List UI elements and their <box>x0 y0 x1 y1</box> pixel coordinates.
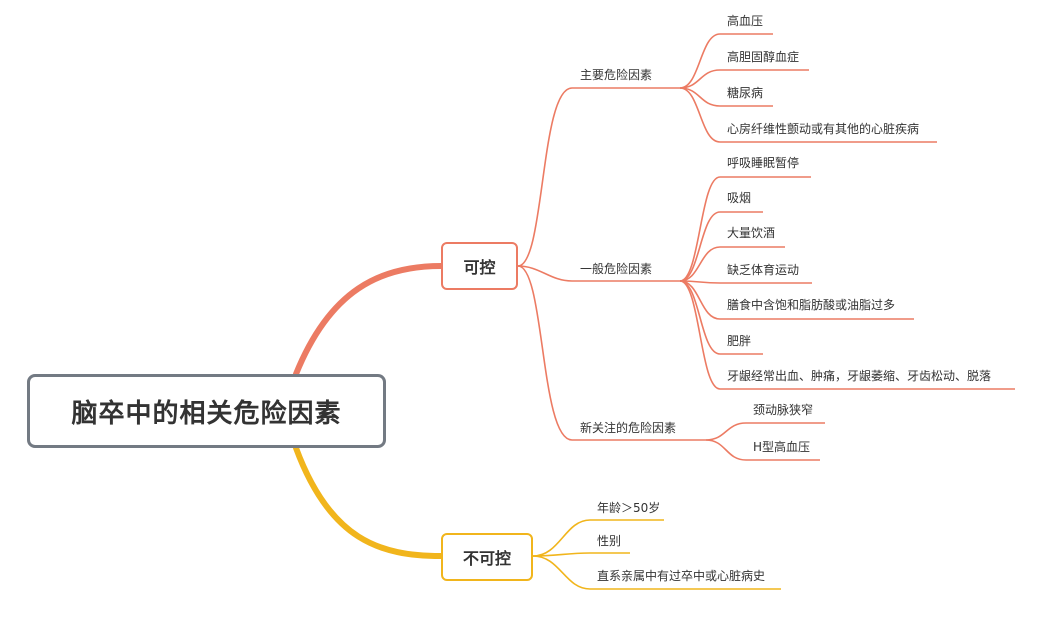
connector-root-controllable <box>293 263 444 377</box>
leaf-item[interactable]: 高胆固醇血症 <box>727 50 800 64</box>
leaf-item[interactable]: 吸烟 <box>727 191 752 205</box>
leaf-item[interactable]: 呼吸睡眠暂停 <box>727 156 800 170</box>
leaf-item[interactable]: 牙龈经常出血、肿痛，牙龈萎缩、牙齿松动、脱落 <box>727 369 992 383</box>
connector-root-uncontrollable <box>293 445 444 559</box>
category-general-risk[interactable]: 一般危险因素 <box>580 262 653 276</box>
leaf-item[interactable]: 糖尿病 <box>727 86 764 100</box>
root-title: 脑卒中的相关危险因素 <box>71 398 342 429</box>
branch-controllable[interactable]: 可控 <box>441 242 518 290</box>
branch-uncontrollable[interactable]: 不可控 <box>441 533 533 581</box>
leaf-item[interactable]: 大量饮酒 <box>727 226 776 240</box>
connector-main <box>517 87 573 267</box>
leaf-item[interactable]: 颈动脉狭窄 <box>753 403 814 417</box>
leaf-item[interactable]: 高血压 <box>727 14 764 28</box>
leaf-item[interactable]: 肥胖 <box>727 334 752 348</box>
connector-general <box>517 265 573 282</box>
leaf-item[interactable]: H型高血压 <box>753 440 811 454</box>
leaf-item[interactable]: 缺乏体育运动 <box>727 263 800 277</box>
leaf-item[interactable]: 心房纤维性颤动或有其他的心脏疾病 <box>727 122 920 136</box>
leaf-item[interactable]: 直系亲属中有过卒中或心脏病史 <box>597 569 766 583</box>
branch-uncontrollable-label: 不可控 <box>462 549 511 568</box>
category-main-risk[interactable]: 主要危险因素 <box>580 68 653 82</box>
leaf-item[interactable]: 膳食中含饱和脂肪酸或油脂过多 <box>727 298 896 312</box>
leaf-item[interactable]: 性别 <box>597 534 622 548</box>
leaf-item[interactable]: 年龄＞50岁 <box>597 501 661 515</box>
root-node[interactable]: 脑卒中的相关危险因素 <box>27 374 386 448</box>
category-new-risk[interactable]: 新关注的危险因素 <box>580 421 677 435</box>
branch-controllable-label: 可控 <box>463 258 496 277</box>
connector-new <box>517 265 573 441</box>
